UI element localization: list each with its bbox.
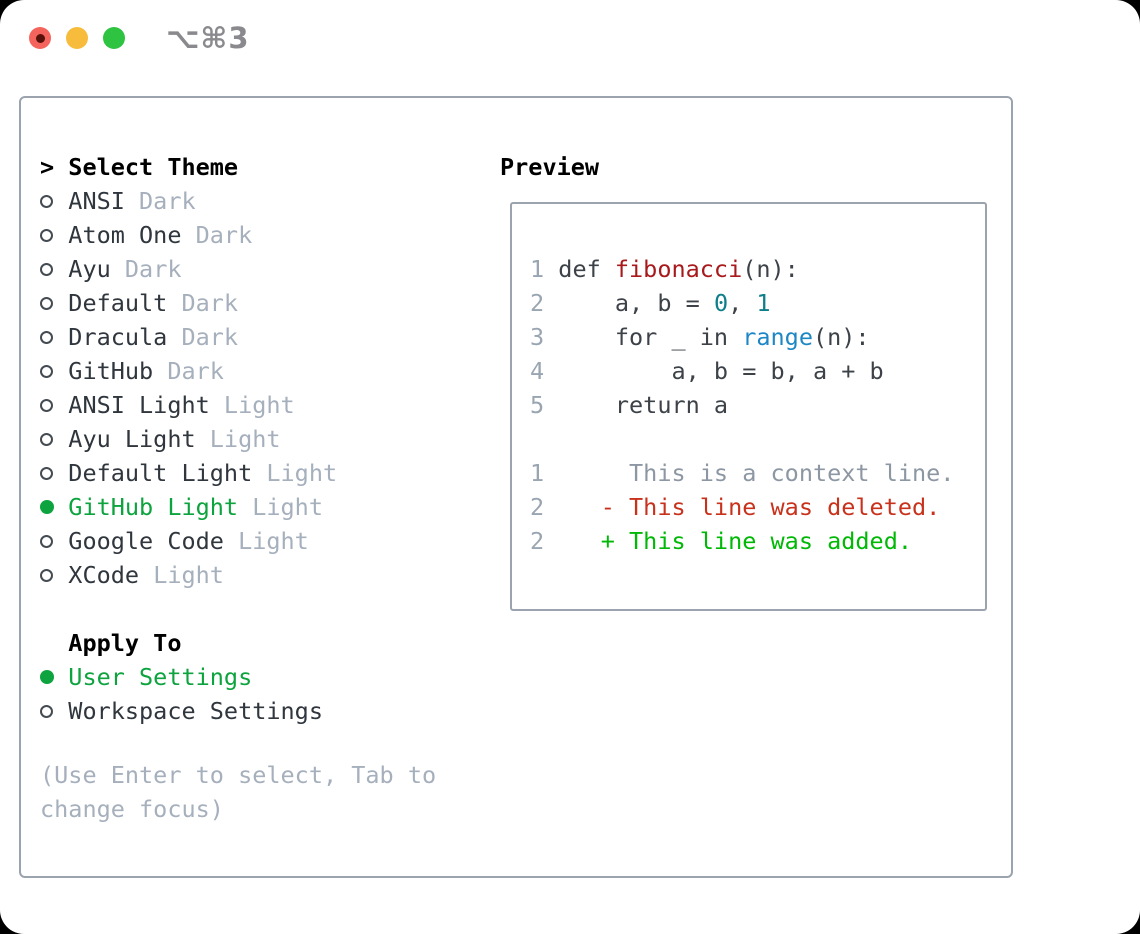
apply-option-label: User Settings <box>68 663 253 691</box>
theme-variant: Dark <box>181 221 253 249</box>
radio-icon <box>40 432 68 446</box>
preview-code: 1 def fibonacci(n): 2 a, b = 0, 1 3 for _ … <box>530 252 954 558</box>
radio-icon <box>40 262 68 276</box>
theme-variant: Light <box>252 459 338 487</box>
theme-variant: Light <box>139 561 224 589</box>
code-line: 1 def fibonacci(n): <box>530 255 799 283</box>
theme-variant: Light <box>223 527 309 555</box>
code-line: 2 - This line was deleted. <box>530 493 941 521</box>
theme-variant: Dark <box>167 323 239 351</box>
theme-name: Ayu <box>68 255 111 283</box>
theme-item-xcode[interactable]: XCode Light <box>40 558 337 592</box>
theme-name: Default Light <box>68 459 253 487</box>
theme-variant: Light <box>209 391 295 419</box>
code-line: 2 a, b = 0, 1 <box>530 289 771 317</box>
theme-item-dracula[interactable]: Dracula Dark <box>40 320 337 354</box>
line-number: 3 <box>530 323 559 351</box>
radio-selected-icon <box>40 670 68 684</box>
theme-variant: Dark <box>110 255 182 283</box>
theme-name: Google Code <box>68 527 224 555</box>
theme-variant: Light <box>238 493 323 521</box>
theme-item-atom-one[interactable]: Atom One Dark <box>40 218 337 252</box>
theme-name: Dracula <box>68 323 168 351</box>
minimize-button[interactable] <box>66 27 88 49</box>
apply-option-user-settings[interactable]: User Settings <box>40 660 323 694</box>
theme-variant: Light <box>195 425 281 453</box>
preview-heading: Preview <box>500 153 600 181</box>
code-line: 3 for _ in range(n): <box>530 323 870 351</box>
theme-item-ayu[interactable]: Ayu Dark <box>40 252 337 286</box>
theme-name: ANSI <box>68 187 125 215</box>
theme-item-ansi-light[interactable]: ANSI Light Light <box>40 388 337 422</box>
theme-item-github[interactable]: GitHub Dark <box>40 354 337 388</box>
radio-icon <box>40 704 68 718</box>
code-line: 1 This is a context line. <box>530 459 955 487</box>
line-number: 5 <box>530 391 559 419</box>
theme-item-default-light[interactable]: Default Light Light <box>40 456 337 490</box>
theme-name: GitHub Light <box>68 493 239 521</box>
close-button[interactable] <box>29 27 51 49</box>
window-title-shortcut: ⌥⌘3 <box>166 21 250 55</box>
theme-item-default[interactable]: Default Dark <box>40 286 337 320</box>
code-line: 2 + This line was added. <box>530 527 913 555</box>
theme-name: Atom One <box>68 221 182 249</box>
code-line: 5 return a <box>530 391 729 419</box>
radio-icon <box>40 364 68 378</box>
apply-to-heading: Apply To <box>68 629 182 657</box>
traffic-lights <box>29 27 125 49</box>
line-number: 1 <box>530 255 559 283</box>
radio-icon <box>40 568 68 582</box>
prompt-icon: > <box>40 153 55 181</box>
theme-list-heading: Select Theme <box>68 153 239 181</box>
theme-name: Default <box>68 289 168 317</box>
line-number: 1 <box>530 459 559 487</box>
apply-option-workspace-settings[interactable]: Workspace Settings <box>40 694 323 728</box>
theme-item-ayu-light[interactable]: Ayu Light Light <box>40 422 337 456</box>
line-number: 2 <box>530 527 559 555</box>
radio-icon <box>40 466 68 480</box>
theme-item-github-light[interactable]: GitHub Light Light <box>40 490 337 524</box>
code-line: 4 a, b = b, a + b <box>530 357 884 385</box>
apply-option-label: Workspace Settings <box>68 697 323 725</box>
preview-box: 1 def fibonacci(n): 2 a, b = 0, 1 3 for _ … <box>510 202 987 611</box>
radio-selected-icon <box>40 500 68 514</box>
radio-icon <box>40 228 68 242</box>
apply-to-heading-row: Apply To <box>40 626 323 660</box>
theme-name: ANSI Light <box>68 391 210 419</box>
theme-item-google-code[interactable]: Google Code Light <box>40 524 337 558</box>
line-number <box>530 425 558 453</box>
theme-name: XCode <box>68 561 140 589</box>
theme-list-heading-row: > Select Theme <box>40 150 337 184</box>
theme-name: Ayu Light <box>68 425 196 453</box>
theme-item-ansi[interactable]: ANSI Dark <box>40 184 337 218</box>
theme-variant: Dark <box>153 357 224 385</box>
radio-icon <box>40 330 68 344</box>
line-number: 4 <box>530 357 559 385</box>
radio-icon <box>40 398 68 412</box>
keyboard-hint: (Use Enter to select, Tab to change focu… <box>40 761 437 823</box>
radio-icon <box>40 296 68 310</box>
radio-icon <box>40 194 68 208</box>
blank-line <box>530 422 954 456</box>
line-number: 2 <box>530 289 559 317</box>
zoom-button[interactable] <box>103 27 125 49</box>
line-number: 2 <box>530 493 559 521</box>
theme-variant: Dark <box>167 289 239 317</box>
theme-variant: Dark <box>124 187 196 215</box>
radio-icon <box>40 534 68 548</box>
theme-name: GitHub <box>68 357 154 385</box>
